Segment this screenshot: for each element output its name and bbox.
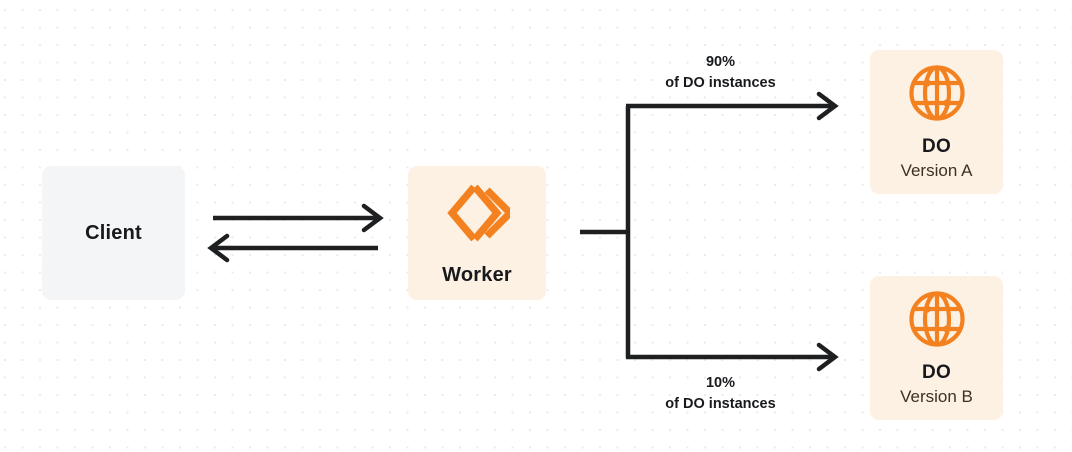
edge-label-do-a: 90% of DO instances [622,52,819,93]
node-do-version-a[interactable]: DO Version A [870,50,1003,194]
edge-worker-to-do-a [626,91,839,121]
node-do-version-b[interactable]: DO Version B [870,276,1003,420]
edge-worker-to-do-b [626,342,839,372]
node-worker-label: Worker [442,263,512,286]
node-do-a-label: DO [922,135,951,157]
edge-label-do-a-description: of DO instances [665,74,776,91]
node-client-label: Client [85,221,142,244]
globe-icon [908,64,966,122]
node-do-b-label: DO [922,361,951,383]
edge-label-do-a-percent: 90% [705,54,736,70]
edge-worker-to-client [207,233,378,263]
edge-label-do-b-percent: 10% [705,375,736,391]
edge-worker-branch-trunk [580,106,631,358]
edge-label-do-b: 10% of DO instances [622,373,819,414]
edge-label-do-b-description: of DO instances [665,395,776,412]
node-do-b-sublabel: Version B [900,386,973,406]
node-worker[interactable]: Worker [408,166,546,300]
edge-client-to-worker [213,203,384,233]
node-client[interactable]: Client [42,166,185,300]
globe-icon [908,290,966,348]
cloudflare-workers-logo-icon [444,180,516,246]
node-do-a-sublabel: Version A [900,160,973,180]
